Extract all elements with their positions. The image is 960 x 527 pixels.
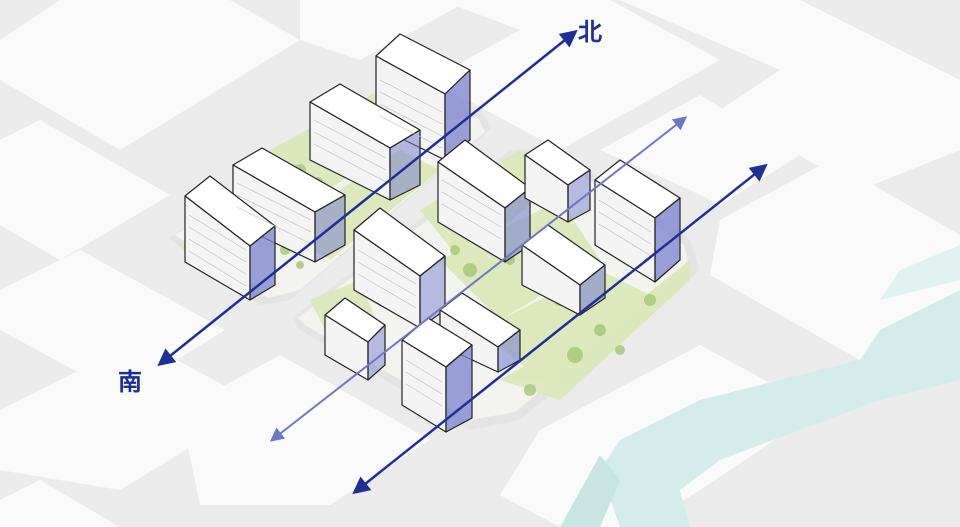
city-block: [620, 0, 960, 190]
city-block: [710, 160, 960, 360]
axes: [157, 29, 768, 495]
city-block: [0, 340, 260, 490]
axis-east: [352, 163, 768, 495]
city-block: [0, 480, 120, 527]
north-label: 北: [578, 18, 602, 46]
south-label: 南: [118, 368, 142, 396]
city-block: [0, 120, 170, 260]
